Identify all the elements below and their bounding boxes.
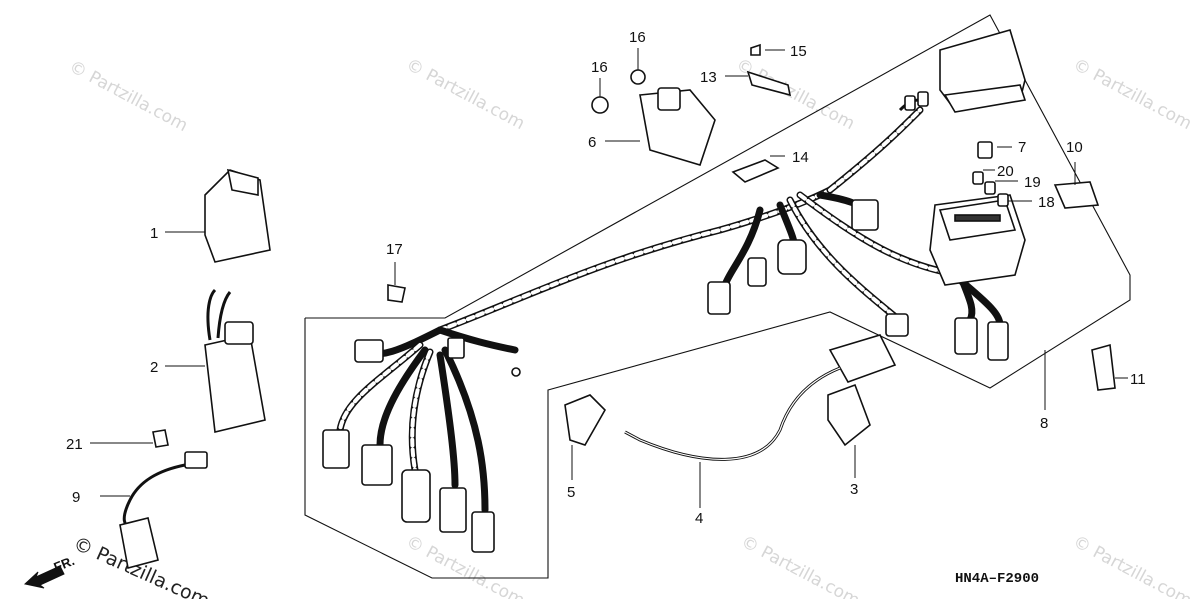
callout-21: 21 xyxy=(66,436,83,453)
watermark: © Partzilla.com xyxy=(403,55,528,134)
callout-10: 10 xyxy=(1066,139,1083,156)
part-5-plug-cap xyxy=(564,394,606,446)
part-7-fuse xyxy=(977,141,993,159)
callout-7: 7 xyxy=(1018,139,1026,156)
connector xyxy=(361,444,393,486)
part-13-stay xyxy=(746,70,792,97)
fuse-slots xyxy=(954,214,1001,222)
part-10-holder xyxy=(1053,181,1100,209)
part-20-fuse xyxy=(972,171,984,185)
part-9-connector xyxy=(184,451,208,469)
assembly-frames xyxy=(304,14,1131,579)
harness-connectors xyxy=(322,91,1009,553)
callout-13: 13 xyxy=(700,69,717,86)
part-2-relay xyxy=(204,334,266,433)
connector xyxy=(401,469,431,523)
callout-8: 8 xyxy=(1040,415,1048,432)
callout-3: 3 xyxy=(850,481,858,498)
connector xyxy=(447,337,465,359)
harness-frame xyxy=(304,14,1131,579)
part-14-clamp xyxy=(731,159,780,183)
fuse-box xyxy=(929,194,1026,286)
connector xyxy=(954,317,978,355)
diagram-code: HN4A–F2900 xyxy=(955,571,1039,587)
small-parts xyxy=(152,43,1116,448)
part-16-grommet xyxy=(630,69,646,85)
fuse-box-cover xyxy=(939,29,1027,113)
front-direction-indicator: FR. xyxy=(23,553,77,589)
ring-terminal xyxy=(511,367,521,377)
arrow-icon xyxy=(23,565,65,589)
leader-lines xyxy=(90,48,1128,508)
callout-6: 6 xyxy=(588,134,596,151)
callout-15: 15 xyxy=(790,43,807,60)
watermark: © Partzilla.com xyxy=(403,532,528,599)
callout-labels: 1 2 3 4 5 6 7 8 9 10 11 13 14 15 16 16 1… xyxy=(66,29,1146,527)
callout-16-right: 16 xyxy=(629,29,646,46)
callout-1: 1 xyxy=(150,225,158,242)
connector xyxy=(885,313,909,337)
part-21-clip xyxy=(152,429,169,448)
sub-harness-9 xyxy=(119,451,208,569)
part-3-rubber-mount xyxy=(827,383,871,447)
connector xyxy=(471,511,495,553)
callout-14: 14 xyxy=(792,149,809,166)
callout-16-left: 16 xyxy=(591,59,608,76)
callout-11: 11 xyxy=(1130,371,1146,388)
connector xyxy=(322,429,350,469)
main-wire-harness xyxy=(336,98,1004,514)
callout-19: 19 xyxy=(1024,174,1041,191)
starter-parts xyxy=(564,334,897,461)
connector xyxy=(851,199,879,231)
watermark: © Partzilla.com xyxy=(66,57,191,136)
callout-17: 17 xyxy=(386,241,403,258)
connector xyxy=(917,91,929,107)
callout-20: 20 xyxy=(997,163,1014,180)
part-19-fuse xyxy=(984,181,996,195)
direction-label: FR. xyxy=(52,553,77,575)
part-16-grommet xyxy=(591,96,609,114)
callout-5: 5 xyxy=(567,484,575,501)
connector xyxy=(707,281,731,315)
watermark: © Partzilla.com xyxy=(1070,532,1195,599)
part-2-connector xyxy=(224,321,254,345)
part-4-starter-relay xyxy=(828,334,897,383)
part-1-bracket xyxy=(226,168,259,196)
connector xyxy=(904,95,916,111)
part-11-terminal xyxy=(1091,343,1116,391)
watermark: © Partzilla.com xyxy=(738,532,863,599)
watermark: © Partzilla.com xyxy=(1070,55,1195,134)
callout-18: 18 xyxy=(1038,194,1055,211)
connector xyxy=(439,487,467,533)
connector xyxy=(777,239,807,275)
part-6-connector xyxy=(657,87,681,111)
watermark: © Partzilla.com xyxy=(733,55,858,134)
part-15-screw xyxy=(750,43,761,56)
connector xyxy=(987,321,1009,361)
part-17-bolt xyxy=(387,284,406,303)
callout-4: 4 xyxy=(695,510,703,527)
callout-9: 9 xyxy=(72,489,80,506)
part-9-sensor xyxy=(119,517,159,569)
connector xyxy=(354,339,384,363)
callout-2: 2 xyxy=(150,359,158,376)
connector xyxy=(747,257,767,287)
part-18-fuse xyxy=(997,193,1009,207)
